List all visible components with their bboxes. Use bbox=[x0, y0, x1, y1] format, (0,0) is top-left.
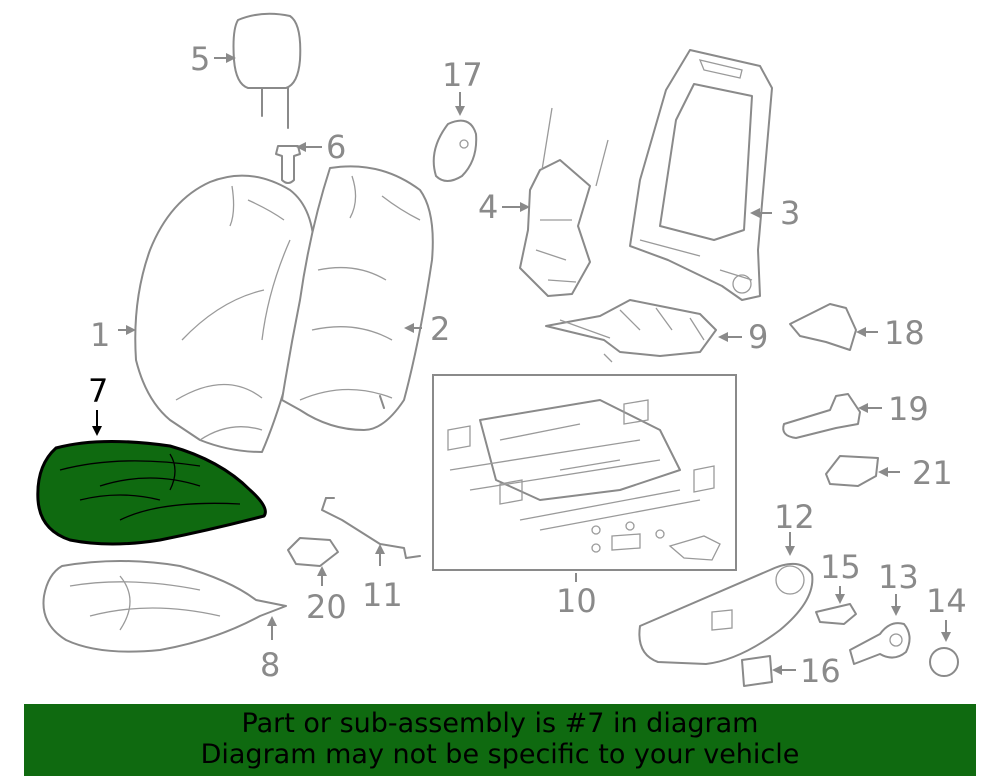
part-10-seat-track-box bbox=[432, 374, 737, 571]
callout-13: 13 bbox=[878, 558, 919, 596]
callout-18: 18 bbox=[884, 314, 925, 352]
callout-7: 7 bbox=[88, 372, 108, 410]
part-5-headrest bbox=[232, 12, 302, 129]
callout-3: 3 bbox=[780, 194, 800, 232]
banner-line-2: Diagram may not be specific to your vehi… bbox=[200, 739, 800, 770]
part-21-cover bbox=[825, 455, 879, 487]
callout-16: 16 bbox=[800, 652, 841, 690]
callout-12: 12 bbox=[774, 498, 815, 536]
part-12-side-shield bbox=[638, 563, 814, 665]
part-16-clip bbox=[741, 655, 773, 687]
callout-5: 5 bbox=[190, 40, 210, 78]
part-2-seatback-pad bbox=[281, 165, 434, 431]
part-3-seatback-frame bbox=[629, 49, 773, 301]
callout-6: 6 bbox=[326, 128, 346, 166]
part-18-bracket bbox=[789, 303, 857, 351]
callout-14: 14 bbox=[926, 582, 967, 620]
callout-17: 17 bbox=[442, 56, 483, 94]
callout-11: 11 bbox=[362, 576, 403, 614]
seat-parts-diagram: 5 6 1 2 17 4 3 bbox=[36, 12, 967, 690]
part-4-recliner-adjuster bbox=[519, 107, 609, 297]
callout-4: 4 bbox=[478, 188, 498, 226]
part-8-seat-cushion-pad bbox=[42, 560, 287, 653]
callout-21: 21 bbox=[912, 454, 953, 492]
part-20-clip bbox=[287, 537, 339, 567]
callout-10: 10 bbox=[556, 582, 597, 620]
callout-15: 15 bbox=[820, 548, 861, 586]
callout-8: 8 bbox=[260, 646, 280, 684]
callout-19: 19 bbox=[888, 390, 929, 428]
part-6-headrest-guide bbox=[275, 145, 301, 184]
part-19-hook bbox=[782, 393, 861, 439]
banner-line-1: Part or sub-assembly is #7 in diagram bbox=[241, 708, 759, 739]
callout-20: 20 bbox=[306, 588, 347, 626]
callout-9: 9 bbox=[748, 318, 768, 356]
callout-1: 1 bbox=[90, 316, 110, 354]
part-1-seatback-cover bbox=[134, 174, 316, 453]
info-banner: Part or sub-assembly is #7 in diagram Di… bbox=[24, 704, 976, 776]
part-15-knob bbox=[815, 603, 857, 625]
part-14-cap bbox=[929, 647, 959, 677]
part-17-cover bbox=[432, 119, 478, 182]
part-13-lever bbox=[849, 622, 911, 665]
callout-2: 2 bbox=[430, 310, 450, 348]
part-9-cushion-spring bbox=[545, 299, 717, 363]
part-7-seat-cushion-cover-highlighted bbox=[36, 439, 267, 546]
